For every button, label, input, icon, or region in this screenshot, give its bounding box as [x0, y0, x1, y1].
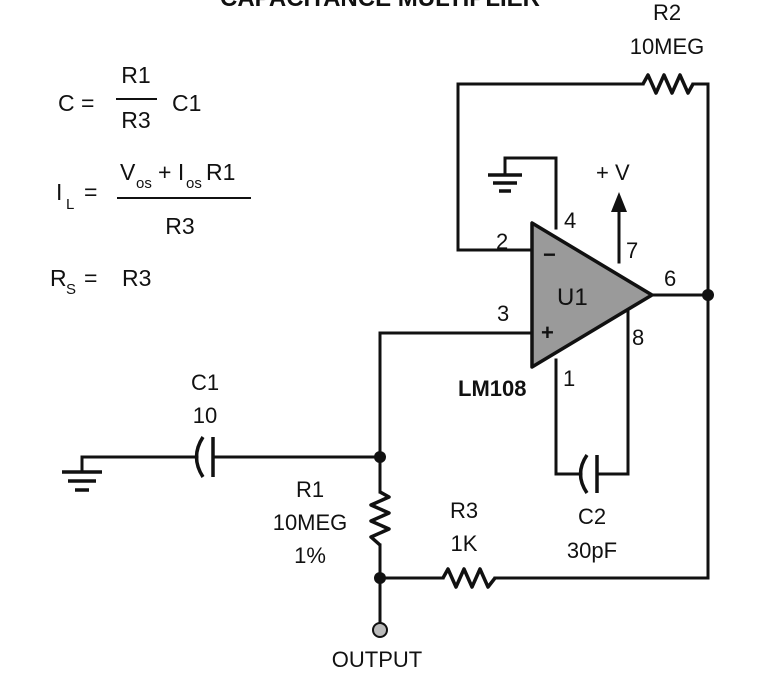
svg-text:V: V: [120, 159, 136, 185]
junction-dot: [374, 572, 386, 584]
svg-text:R: R: [50, 265, 67, 291]
pin-8-label: 8: [632, 325, 644, 350]
supply-arrow: [611, 192, 627, 264]
opamp-minus-sign: −: [543, 242, 556, 267]
ground-symbol-c1: [62, 470, 102, 492]
capacitor-c2: [578, 454, 599, 494]
svg-text:R3: R3: [165, 213, 194, 239]
svg-text:os: os: [136, 175, 152, 192]
resistor-r2: [641, 73, 695, 95]
resistor-r3: [441, 567, 497, 589]
svg-text:S: S: [66, 281, 76, 298]
svg-text:C =: C =: [58, 90, 94, 116]
pin-1-label: 1: [563, 366, 575, 391]
opamp-part-number: LM108: [458, 376, 526, 401]
equation-rs: R S = R3: [50, 265, 151, 298]
c2-value: 30pF: [567, 538, 617, 563]
supply-label: + V: [596, 160, 630, 185]
pin-2-label: 2: [496, 229, 508, 254]
svg-text:+ I: + I: [158, 159, 184, 185]
r2-ref: R2: [653, 0, 681, 25]
svg-text:=: =: [84, 265, 97, 291]
r3-ref: R3: [450, 498, 478, 523]
opamp-u1: − + U1: [530, 221, 654, 369]
pin-4-label: 4: [564, 208, 576, 233]
r1-value: 10MEG: [273, 510, 348, 535]
r1-ref: R1: [296, 477, 324, 502]
output-label: OUTPUT: [332, 647, 422, 672]
equation-c: C = R1 R3 C1: [58, 62, 201, 133]
diagram-title: CAPACITANCE MULTIPLIER: [220, 0, 540, 12]
equation-il: I L = V os + I os R1 R3: [56, 159, 251, 239]
capacitor-c1: [194, 436, 215, 478]
svg-text:C1: C1: [172, 90, 201, 116]
junction-dot: [374, 451, 386, 463]
pin-7-label: 7: [626, 238, 638, 263]
c1-value: 10: [193, 403, 217, 428]
svg-text:R3: R3: [122, 265, 151, 291]
resistor-r1: [369, 490, 391, 547]
c2-ref: C2: [578, 504, 606, 529]
svg-text:I: I: [56, 179, 62, 205]
pin-6-label: 6: [664, 266, 676, 291]
svg-text:R3: R3: [121, 107, 150, 133]
svg-text:R1: R1: [121, 62, 150, 88]
output-terminal[interactable]: [372, 622, 388, 638]
r3-value: 1K: [451, 531, 478, 556]
r1-tolerance: 1%: [294, 543, 326, 568]
opamp-plus-sign: +: [541, 320, 554, 345]
wires: [80, 82, 710, 630]
r2-value: 10MEG: [630, 34, 705, 59]
svg-text:L: L: [66, 196, 74, 213]
svg-text:R1: R1: [206, 159, 235, 185]
svg-text:=: =: [84, 179, 97, 205]
opamp-ref: U1: [557, 284, 588, 311]
c1-ref: C1: [191, 370, 219, 395]
ground-symbol-pin4: [488, 173, 522, 193]
pin-3-label: 3: [497, 301, 509, 326]
svg-text:os: os: [186, 175, 202, 192]
junction-dot: [702, 289, 714, 301]
